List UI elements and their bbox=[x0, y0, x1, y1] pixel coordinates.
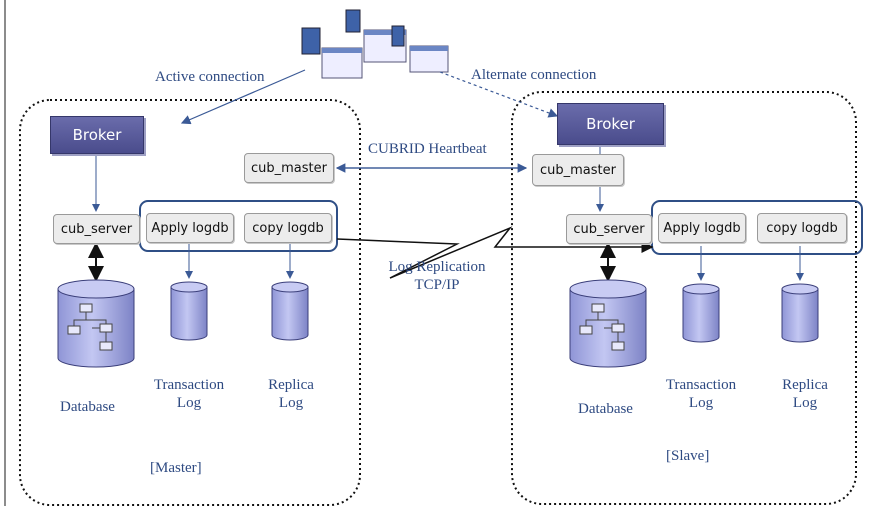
master-transaction-log-line1: Transaction bbox=[153, 377, 225, 393]
master-logdb-group bbox=[139, 200, 338, 252]
master-broker: Broker bbox=[50, 116, 144, 154]
heartbeat-label: CUBRID Heartbeat bbox=[368, 141, 487, 157]
master-cub-server: cub_server bbox=[53, 214, 140, 244]
slave-replica-log-line1: Replica bbox=[782, 377, 828, 393]
master-copy-logdb: copy logdb bbox=[244, 213, 332, 243]
client-computers-icon bbox=[301, 9, 449, 79]
master-database-icon bbox=[57, 279, 135, 368]
master-group bbox=[19, 99, 361, 506]
master-apply-logdb: Apply logdb bbox=[146, 213, 234, 243]
slave-broker: Broker bbox=[557, 103, 664, 145]
master-database-label: Database bbox=[60, 399, 115, 415]
master-replica-log-icon bbox=[271, 281, 309, 341]
slave-group bbox=[511, 91, 857, 505]
master-replica-log-label: Replica Log bbox=[256, 376, 326, 412]
slave-transaction-log-line1: Transaction bbox=[665, 377, 737, 393]
slave-transaction-log-label: Transaction Log bbox=[656, 376, 746, 412]
log-replication-line bbox=[336, 226, 654, 279]
master-replica-log-line1: Replica bbox=[268, 377, 314, 393]
log-replication-label: Log Replication TCP/IP bbox=[372, 258, 502, 294]
slave-cub-master: cub_master bbox=[532, 154, 624, 186]
slave-database-label: Database bbox=[578, 401, 633, 417]
master-role-label: [Master] bbox=[150, 460, 202, 476]
slave-logdb-group bbox=[651, 200, 863, 255]
master-transaction-log-label: Transaction Log bbox=[144, 376, 234, 412]
alternate-connection-line bbox=[439, 71, 559, 118]
master-replica-log-line2: Log bbox=[278, 395, 304, 411]
slave-database-icon bbox=[569, 279, 647, 368]
slave-transaction-log-line2: Log bbox=[688, 395, 714, 411]
log-replication-line2: TCP/IP bbox=[414, 277, 460, 293]
alternate-connection-label: Alternate connection bbox=[471, 67, 597, 83]
master-transaction-log-line2: Log bbox=[176, 395, 202, 411]
master-cub-master: cub_master bbox=[244, 153, 334, 183]
active-connection-line bbox=[180, 69, 306, 125]
slave-replica-log-icon bbox=[781, 283, 819, 343]
slave-replica-log-line2: Log bbox=[792, 395, 818, 411]
log-replication-line1: Log Replication bbox=[388, 259, 486, 275]
active-connection-label: Active connection bbox=[155, 69, 265, 85]
slave-replica-log-label: Replica Log bbox=[770, 376, 840, 412]
slave-apply-logdb: Apply logdb bbox=[658, 213, 746, 243]
slave-role-label: [Slave] bbox=[666, 448, 710, 464]
slave-copy-logdb: copy logdb bbox=[757, 213, 847, 243]
master-transaction-log-icon bbox=[170, 281, 208, 341]
slave-cub-server: cub_server bbox=[566, 214, 652, 244]
slave-transaction-log-icon bbox=[682, 283, 720, 343]
